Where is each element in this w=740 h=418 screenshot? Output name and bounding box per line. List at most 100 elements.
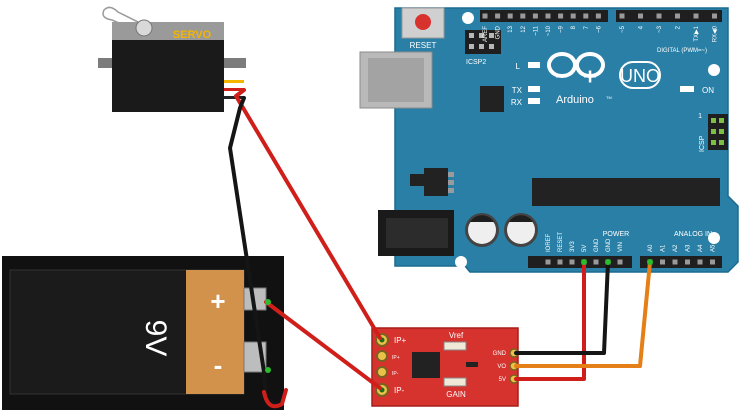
analog-pin-hole — [697, 259, 703, 265]
wire-signal-a0 — [514, 260, 652, 368]
digital-pin-label: GND — [496, 25, 502, 39]
analog-pin-label: A1 — [661, 244, 667, 252]
battery-voltage-label: 9V — [139, 320, 172, 357]
digital-pin-hole — [507, 13, 513, 19]
gain-label: GAIN — [446, 390, 466, 399]
digital-pin-label: ~5 — [620, 25, 626, 33]
vo-label: VO — [497, 364, 506, 370]
digital-pin-label: ~3 — [657, 25, 663, 33]
arduino-brand-label: Arduino — [556, 94, 594, 106]
digital-pin-hole — [570, 13, 576, 19]
l-led — [528, 62, 540, 68]
digital-label: DIGITAL (PWM=~) — [657, 48, 707, 54]
battery-minus-label: - — [214, 350, 223, 380]
battery-plus-label: + — [210, 286, 225, 316]
digital-pin-label: 8 — [571, 25, 577, 29]
mounting-hole — [708, 232, 720, 244]
analog-pin-hole — [710, 259, 715, 265]
capacitor — [504, 213, 538, 247]
uno-badge — [619, 61, 661, 89]
rx-led — [528, 98, 540, 104]
analog-pin-label: A0 — [648, 244, 654, 252]
power-pin-label: VIN — [618, 242, 624, 252]
wire-servo-power-to-ip-plus — [234, 88, 382, 340]
digital-pin-label: 12 — [521, 25, 527, 32]
analog-pin-label: A5 — [711, 244, 717, 252]
digital-pin-hole — [675, 13, 680, 19]
voltage-regulator — [424, 168, 448, 196]
digital-pin-hole — [656, 13, 662, 19]
wire-battery-red-loop — [262, 388, 288, 409]
rx-label: RX — [511, 98, 523, 107]
power-pin-hole — [545, 259, 551, 265]
gnd-label: GND — [493, 351, 507, 357]
wire-gnd — [514, 260, 610, 355]
power-pin-label: 3V3 — [570, 241, 576, 252]
tx-led — [528, 86, 540, 92]
digital-pin-label: ~10 — [546, 25, 552, 36]
digital-pin-hole — [532, 13, 538, 19]
mounting-hole — [708, 64, 720, 76]
digital-pin-label: RX◀0 — [713, 25, 719, 42]
gain-pot — [443, 377, 467, 387]
current-sensor-board: IP+ IP+ IP- IP- Vref GAIN GND VO 5V — [371, 327, 519, 407]
digital-pin-label: 13 — [508, 25, 514, 32]
digital-pin-hole — [520, 13, 526, 19]
analog-pin-hole — [672, 259, 678, 265]
digital-pin-hole — [558, 13, 564, 19]
reset-button-cap[interactable] — [415, 14, 431, 30]
power-label: POWER — [603, 231, 629, 238]
icsp-label: ICSP — [699, 135, 706, 152]
on-led — [680, 86, 694, 92]
analog-pin-label: A4 — [698, 244, 704, 252]
tx-label: TX — [512, 86, 523, 95]
sensor-pcb — [371, 327, 519, 407]
icsp2-label: ICSP2 — [466, 59, 486, 66]
power-pin-label: RESET — [558, 232, 564, 252]
analog-label: ANALOG IN — [674, 231, 712, 238]
digital-pin-hole — [495, 13, 501, 19]
analog-pin-label: A2 — [673, 244, 679, 252]
sensor-chip — [412, 352, 440, 378]
wires — [228, 88, 653, 409]
battery-cap — [186, 270, 244, 394]
digital-pin-label: TX▶1 — [694, 25, 700, 41]
digital-pin-hole — [693, 13, 699, 19]
servo-label: SERVO — [173, 29, 212, 41]
power-header — [528, 256, 632, 268]
analog-pin-hole — [685, 259, 690, 265]
l-label: L — [516, 62, 521, 71]
digital-pin-hole — [619, 13, 625, 19]
digital-pin-hole — [638, 13, 643, 19]
usb-chip — [480, 86, 504, 112]
five-v-label: 5V — [499, 377, 506, 383]
power-pin-hole — [593, 259, 599, 265]
digital-pin-hole — [595, 13, 601, 19]
digital-pin-label: ~11 — [533, 25, 539, 35]
digital-pin-label: 4 — [639, 25, 645, 29]
vref-label: Vref — [449, 331, 464, 340]
digital-pin-label: 7 — [584, 25, 590, 29]
digital-header-left — [480, 10, 608, 22]
wire-battery-positive-to-ip-minus — [264, 300, 382, 390]
ip-plus-label: IP+ — [394, 336, 407, 345]
power-pin-label: 5V — [582, 245, 588, 252]
digital-pin-label: AREF — [483, 26, 489, 42]
vref-pot — [443, 341, 467, 351]
arduino-logo — [547, 52, 605, 83]
power-pin-hole — [557, 259, 563, 265]
power-pin-hole — [617, 259, 623, 265]
digital-header-right — [616, 10, 722, 22]
atmega-chip — [532, 178, 720, 206]
digital-pin-hole — [712, 13, 717, 19]
servo-ground-lead — [224, 96, 244, 99]
reset-label: RESET — [410, 41, 437, 50]
icsp-pin1-label: 1 — [698, 113, 702, 120]
servo-body — [112, 40, 224, 112]
ip-plus-small-label: IP+ — [392, 355, 400, 361]
servo-motor: SERVO — [98, 6, 246, 112]
analog-header — [640, 256, 722, 268]
power-pin-hole — [569, 259, 575, 265]
digital-pin-label: ~6 — [596, 25, 602, 33]
